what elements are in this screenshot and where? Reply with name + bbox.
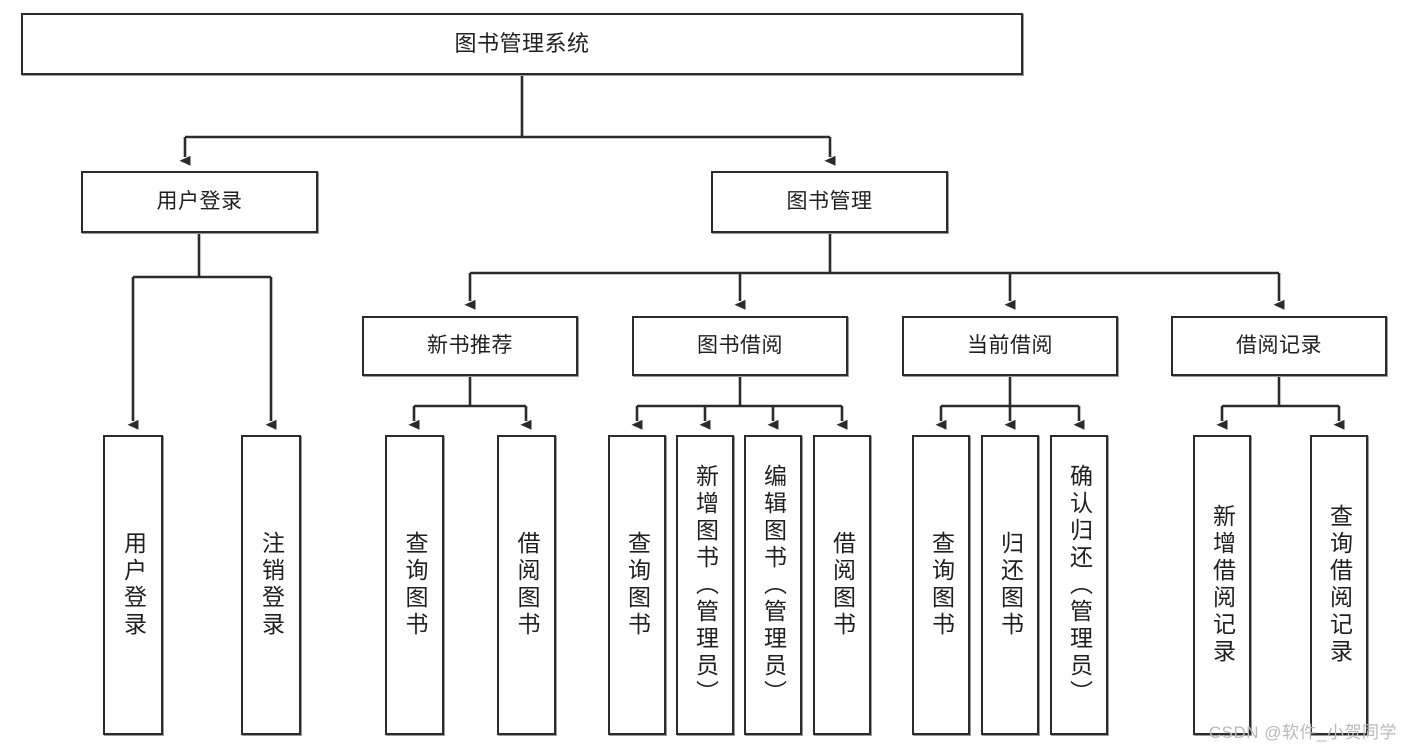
node-label: 注销登录 — [258, 531, 285, 639]
leaf-borrow-book[interactable]: 借阅图书 — [813, 435, 871, 735]
node-label: 用户登录 — [120, 531, 147, 639]
csdn-watermark: CSDN @软件_小贺同学 — [1208, 723, 1397, 742]
node-user-login[interactable]: 用户登录 — [81, 171, 318, 233]
node-root-system[interactable]: 图书管理系统 — [21, 13, 1023, 75]
node-label: 查询图书 — [402, 531, 428, 639]
node-label: 查询图书 — [624, 531, 651, 639]
node-book-management[interactable]: 图书管理 — [711, 171, 948, 233]
node-label: 新书推荐 — [427, 333, 513, 357]
node-label: 新增图书（管理员） — [692, 463, 719, 707]
node-label: 归还图书 — [997, 531, 1024, 639]
leaf-add-borrow-record[interactable]: 新增借阅记录 — [1193, 435, 1251, 735]
node-label: 图书借阅 — [697, 333, 783, 357]
node-current-borrow[interactable]: 当前借阅 — [902, 316, 1118, 376]
leaf-borrow-query-book[interactable]: 查询图书 — [608, 435, 666, 735]
node-label: 借阅记录 — [1236, 333, 1322, 357]
leaf-return-book[interactable]: 归还图书 — [981, 435, 1039, 735]
node-label: 编辑图书（管理员） — [760, 463, 787, 707]
node-label: 当前借阅 — [967, 333, 1053, 357]
node-label: 确认归还（管理员） — [1066, 463, 1093, 707]
node-label: 借阅图书 — [514, 531, 540, 639]
node-label: 借阅图书 — [829, 531, 856, 639]
node-label: 查询借阅记录 — [1326, 504, 1353, 666]
node-new-book-recommend[interactable]: 新书推荐 — [362, 316, 578, 376]
node-label: 新增借阅记录 — [1209, 504, 1236, 666]
leaf-edit-book-admin[interactable]: 编辑图书（管理员） — [744, 435, 802, 735]
node-label: 查询图书 — [928, 531, 955, 639]
leaf-user-login[interactable]: 用户登录 — [103, 435, 163, 735]
node-label: 图书管理 — [786, 189, 873, 213]
node-label: 图书管理系统 — [454, 31, 590, 57]
node-label: 用户登录 — [156, 189, 243, 213]
node-book-borrow[interactable]: 图书借阅 — [632, 316, 848, 376]
node-borrow-record[interactable]: 借阅记录 — [1171, 316, 1387, 376]
leaf-logout[interactable]: 注销登录 — [241, 435, 301, 735]
leaf-new-book-query[interactable]: 查询图书 — [385, 435, 444, 735]
leaf-query-borrow-record[interactable]: 查询借阅记录 — [1310, 435, 1368, 735]
leaf-add-book-admin[interactable]: 新增图书（管理员） — [676, 435, 734, 735]
leaf-new-book-borrow[interactable]: 借阅图书 — [497, 435, 556, 735]
leaf-confirm-return-admin[interactable]: 确认归还（管理员） — [1050, 435, 1108, 735]
leaf-current-query-book[interactable]: 查询图书 — [912, 435, 970, 735]
